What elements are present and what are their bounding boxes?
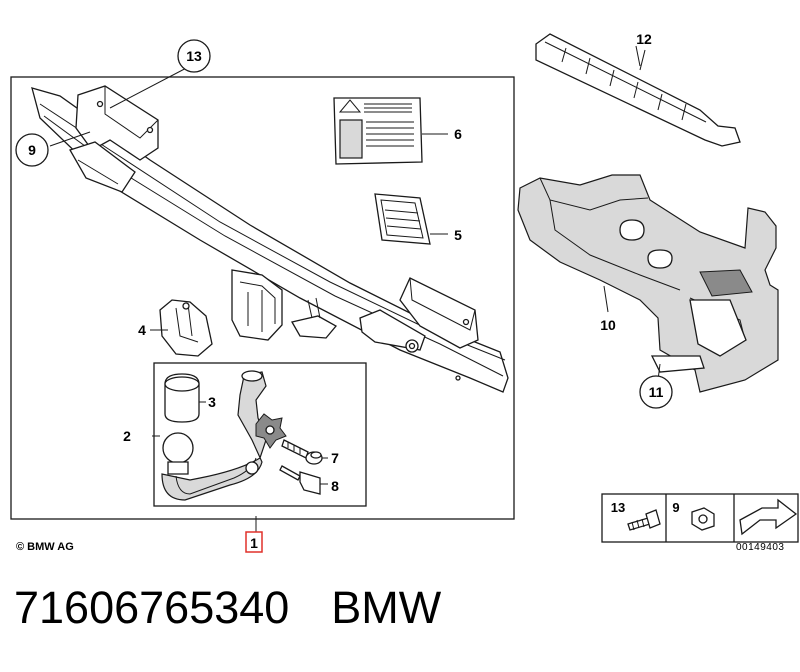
holder-part xyxy=(150,299,213,357)
bracket-part xyxy=(517,174,779,393)
callout-10-label: 10 xyxy=(600,317,616,333)
callout-12-label: 12 xyxy=(636,31,652,47)
ball-head-inset-frame xyxy=(153,362,367,507)
leader-lines xyxy=(49,45,661,532)
ball-head-inset xyxy=(152,370,328,501)
callout-13-label: 13 xyxy=(186,48,202,64)
caption: 71606765340 BMW xyxy=(14,585,441,630)
brand-name: BMW xyxy=(331,582,442,633)
callout-4-label: 4 xyxy=(138,322,146,338)
legend-nut-number: 9 xyxy=(672,500,679,515)
callout-3-label: 3 xyxy=(208,394,216,410)
callout-6-label: 6 xyxy=(454,126,462,142)
callout-5-label: 5 xyxy=(454,227,462,243)
trim-strip-part xyxy=(535,33,741,147)
fastener-legend xyxy=(601,493,799,543)
callout-13-circle xyxy=(177,39,211,73)
copyright-text: © BMW AG xyxy=(16,541,74,553)
callout-11-label: 11 xyxy=(649,384,664,400)
highlight-box xyxy=(245,531,263,553)
callout-2-label: 2 xyxy=(123,428,131,444)
main-kit-frame xyxy=(10,76,515,520)
callout-9-circle xyxy=(15,133,49,167)
warning-label-part xyxy=(333,97,448,165)
drawing-number: 00149403 xyxy=(736,542,785,553)
plate-part xyxy=(374,193,448,245)
legend-screw-number: 13 xyxy=(611,500,625,515)
callout-7-label: 7 xyxy=(331,450,339,466)
part-number: 71606765340 xyxy=(14,582,290,633)
callout-1-label: 1 xyxy=(250,535,258,551)
callout-8-label: 8 xyxy=(331,478,339,494)
callout-9-label: 9 xyxy=(28,142,36,158)
callout-11-circle xyxy=(639,375,673,409)
tow-bar-beam xyxy=(31,85,509,393)
